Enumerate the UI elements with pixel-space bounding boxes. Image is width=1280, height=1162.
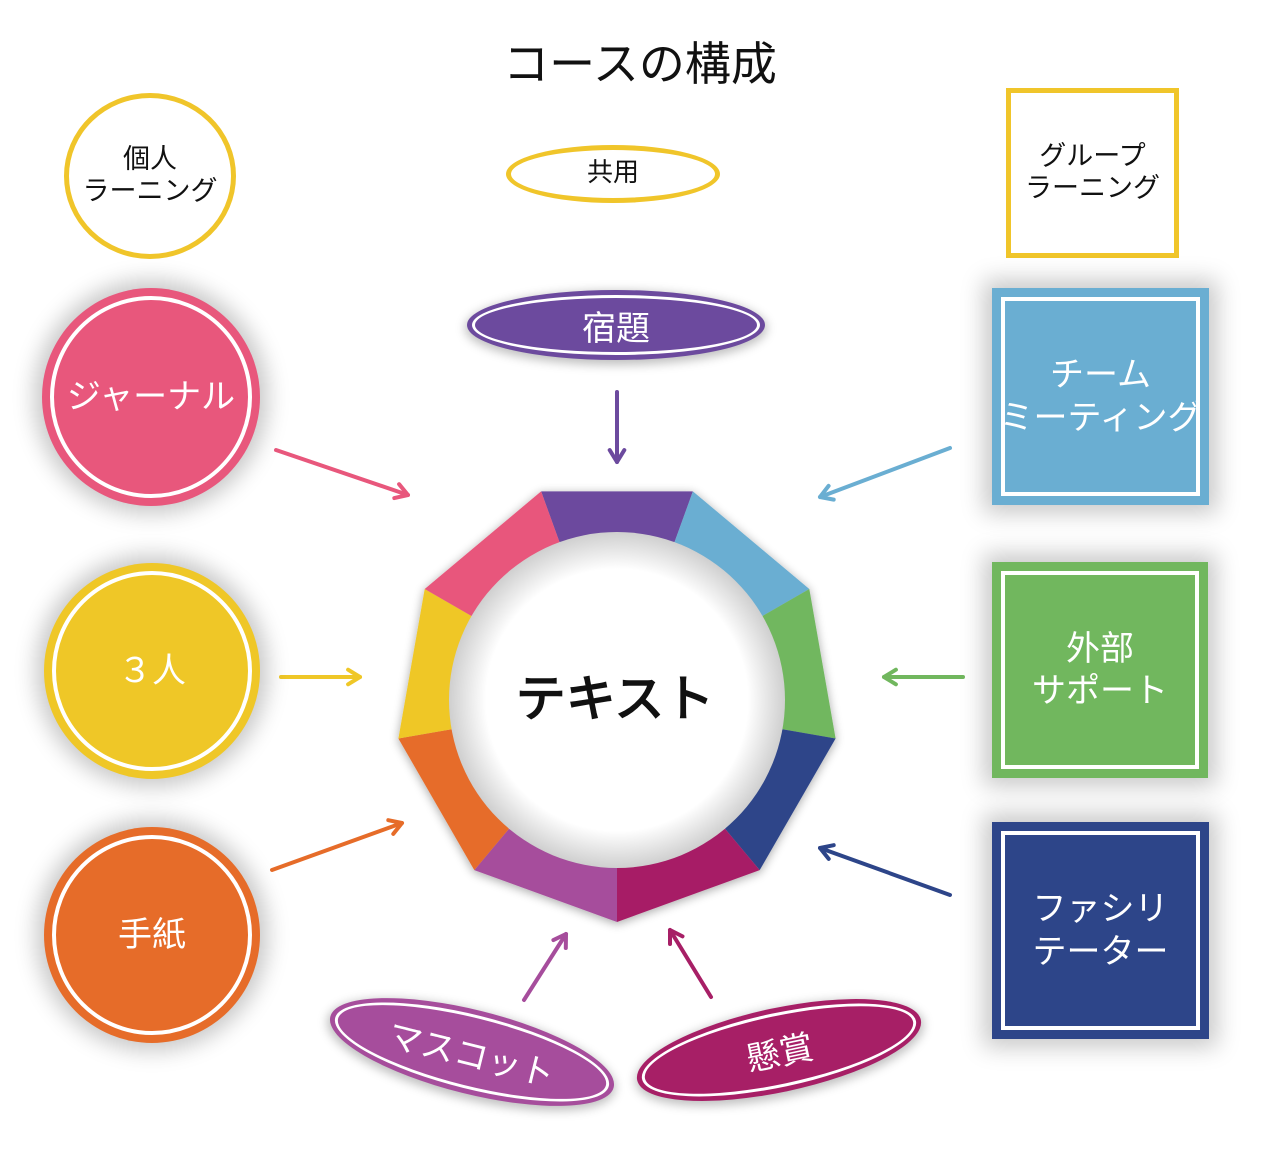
header-group-learning: グループ ラーニング [1006, 88, 1179, 258]
node-external-support: 外部 サポート [992, 562, 1208, 778]
node-three-people-ring [52, 571, 252, 771]
node-homework: 宿題 [467, 290, 765, 360]
arrow-three-people [279, 667, 362, 687]
ring-segment-letter [398, 729, 509, 871]
node-three-people: ３人 [44, 563, 260, 779]
node-journal: ジャーナル [42, 288, 260, 506]
arrows-group [270, 390, 965, 1002]
node-external-support-label: 外部 サポート [1032, 628, 1168, 712]
node-letter-ring [52, 835, 252, 1035]
node-journal-label: ジャーナル [66, 376, 236, 417]
node-facilitator-frame [1001, 831, 1200, 1030]
ring-segment-homework [541, 491, 693, 543]
node-three-people-label: ３人 [118, 650, 186, 691]
node-facilitator-label: ファシリ テーター [1032, 889, 1169, 972]
node-letter-label: 手紙 [118, 914, 186, 955]
arrow-prize [668, 928, 713, 999]
node-team-meeting-frame [1001, 297, 1200, 496]
ring-segment-journal [424, 491, 560, 616]
node-team-meeting-label: チーム ミーティング [999, 355, 1202, 438]
node-external-support-frame [1001, 571, 1199, 769]
arrow-facilitator [818, 843, 952, 897]
ring-center-hole [449, 532, 785, 868]
ring-segment-mascot [474, 828, 617, 922]
ring-segment-facilitator [725, 729, 836, 871]
arrow-letter [270, 818, 404, 872]
node-letter: 手紙 [44, 827, 260, 1043]
page-title: コースの構成 [503, 37, 777, 91]
ring-segment-prize [617, 828, 760, 922]
arrow-team-meeting [818, 446, 952, 502]
node-journal-ring [50, 296, 252, 498]
arrow-mascot [522, 932, 568, 1002]
center-label: テキスト [515, 670, 715, 728]
arrow-journal [274, 448, 410, 501]
node-team-meeting: チーム ミーティング [992, 288, 1209, 505]
header-individual-learning: 個人 ラーニング [64, 93, 236, 259]
arrow-homework [607, 390, 627, 464]
arrow-external-support [882, 667, 965, 687]
node-facilitator: ファシリ テーター [992, 822, 1209, 1039]
header-shared: 共用 [506, 145, 720, 203]
node-homework-ring [472, 295, 760, 355]
text-nonagon-ring [398, 491, 836, 922]
ring-segment-team-meeting [674, 491, 810, 616]
node-homework-label: 宿題 [582, 308, 650, 349]
